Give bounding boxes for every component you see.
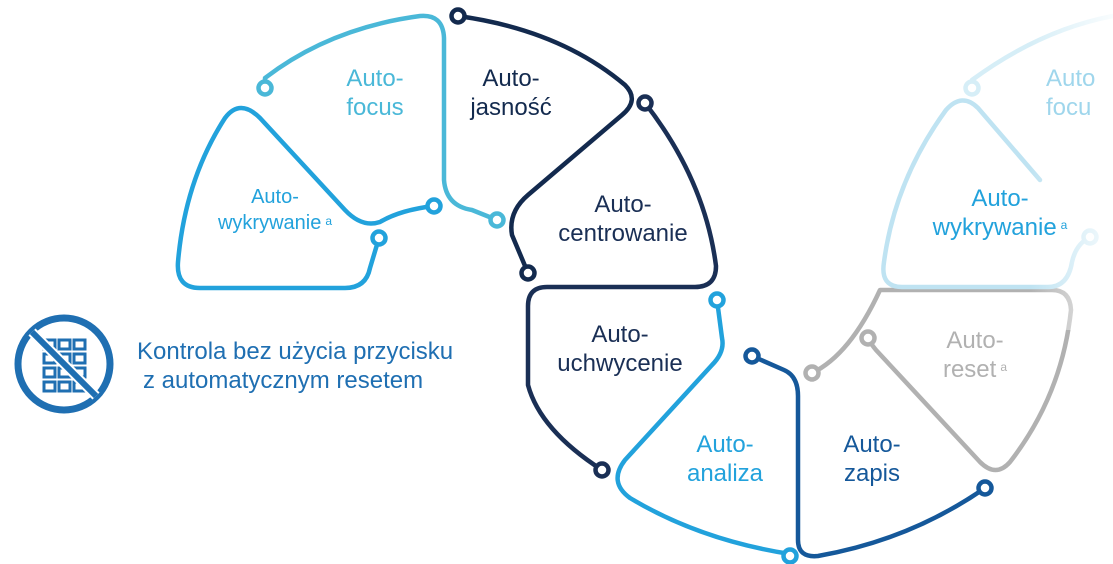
no-keypad-icon bbox=[14, 314, 114, 414]
right-fade-overlay bbox=[1030, 0, 1113, 330]
legend-line-2: z automatycznym resetem bbox=[143, 367, 424, 394]
label-autouchwycenie: Auto- uchwycenie bbox=[557, 321, 683, 377]
segment-autojasnosc-outline bbox=[449, 7, 634, 282]
label-autofocus-repeat: Auto focu bbox=[1046, 65, 1096, 121]
segment-autofocus-outline bbox=[256, 13, 506, 229]
footnote-marker: a bbox=[1000, 360, 1008, 374]
label-autoanaliza: Auto- analiza bbox=[686, 431, 764, 487]
segment-autowykrywanie-outline bbox=[175, 105, 443, 291]
label-autozapis: Auto- zapis bbox=[843, 431, 901, 487]
segment-autozapis-outline bbox=[743, 347, 994, 559]
footnote-marker: a bbox=[325, 214, 333, 228]
label-autocentrowanie: Auto- centrowanie bbox=[558, 191, 688, 247]
segment-autoreset-outline bbox=[803, 287, 1074, 473]
label-autojasnosc: Auto- jasność bbox=[470, 65, 552, 121]
footnote-marker: a bbox=[1060, 218, 1068, 232]
segment-autocentrowanie-outline bbox=[525, 94, 719, 479]
label-autofocus: Auto- focus bbox=[346, 65, 404, 121]
legend-text: Kontrola bez użycia przycisku z automaty… bbox=[137, 337, 453, 395]
legend-line-1: Kontrola bez użycia przycisku bbox=[137, 338, 454, 365]
segment-autoanaliza-outline bbox=[615, 291, 799, 564]
